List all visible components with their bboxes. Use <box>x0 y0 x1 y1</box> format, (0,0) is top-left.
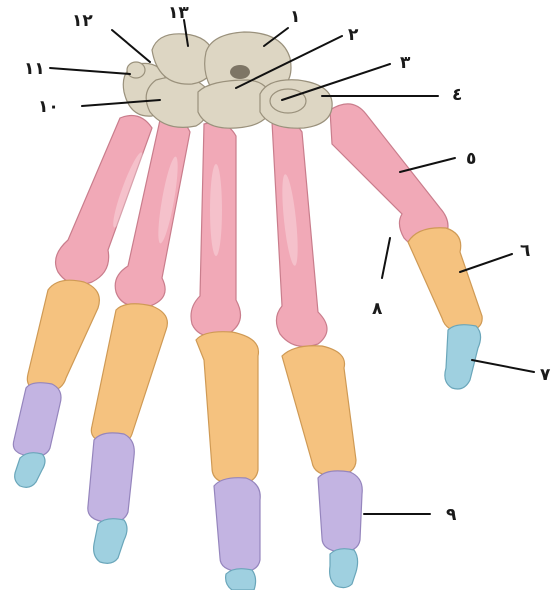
proximal-phalanx-index <box>282 346 356 476</box>
label-13: ١٣ <box>168 3 189 23</box>
label-3: ٣ <box>400 53 411 73</box>
distal-phalanx-ring <box>94 519 127 564</box>
proximal-phalanx-little <box>27 280 99 392</box>
label-4: ٤ <box>452 85 462 105</box>
distal-phalanx-little <box>15 453 45 488</box>
label-10: ١٠ <box>38 97 59 117</box>
proximal-phalanx-middle <box>196 332 258 484</box>
label-11: ١١ <box>24 59 45 79</box>
proximal-phalanx-thumb <box>408 228 482 332</box>
middle-phalanx-ring <box>88 433 134 522</box>
proximal-phalanx-ring <box>91 304 167 445</box>
label-1: ١ <box>290 7 300 27</box>
distal-phalanx-middle <box>226 569 256 590</box>
label-7: ٧ <box>540 365 551 385</box>
middle-phalanx-index <box>318 471 362 552</box>
label-6: ٦ <box>520 241 530 261</box>
distal-phalanx-index <box>330 549 358 588</box>
carpal-small-bone <box>270 89 306 113</box>
label-9: ٩ <box>446 505 457 525</box>
label-5: ٥ <box>466 149 476 169</box>
metacarpal-index <box>272 120 327 346</box>
distal-phalanx-thumb <box>445 325 481 389</box>
middle-phalanx-little <box>13 383 61 457</box>
label-12: ١٢ <box>72 11 93 31</box>
metacarpal-thumb <box>330 104 448 249</box>
label-2: ٢ <box>348 25 359 45</box>
middle-phalanx-middle <box>214 478 260 572</box>
label-8: ٨ <box>372 299 383 319</box>
carpals <box>123 32 332 128</box>
metacarpals <box>56 104 448 347</box>
carpal-pisiform <box>127 62 145 78</box>
